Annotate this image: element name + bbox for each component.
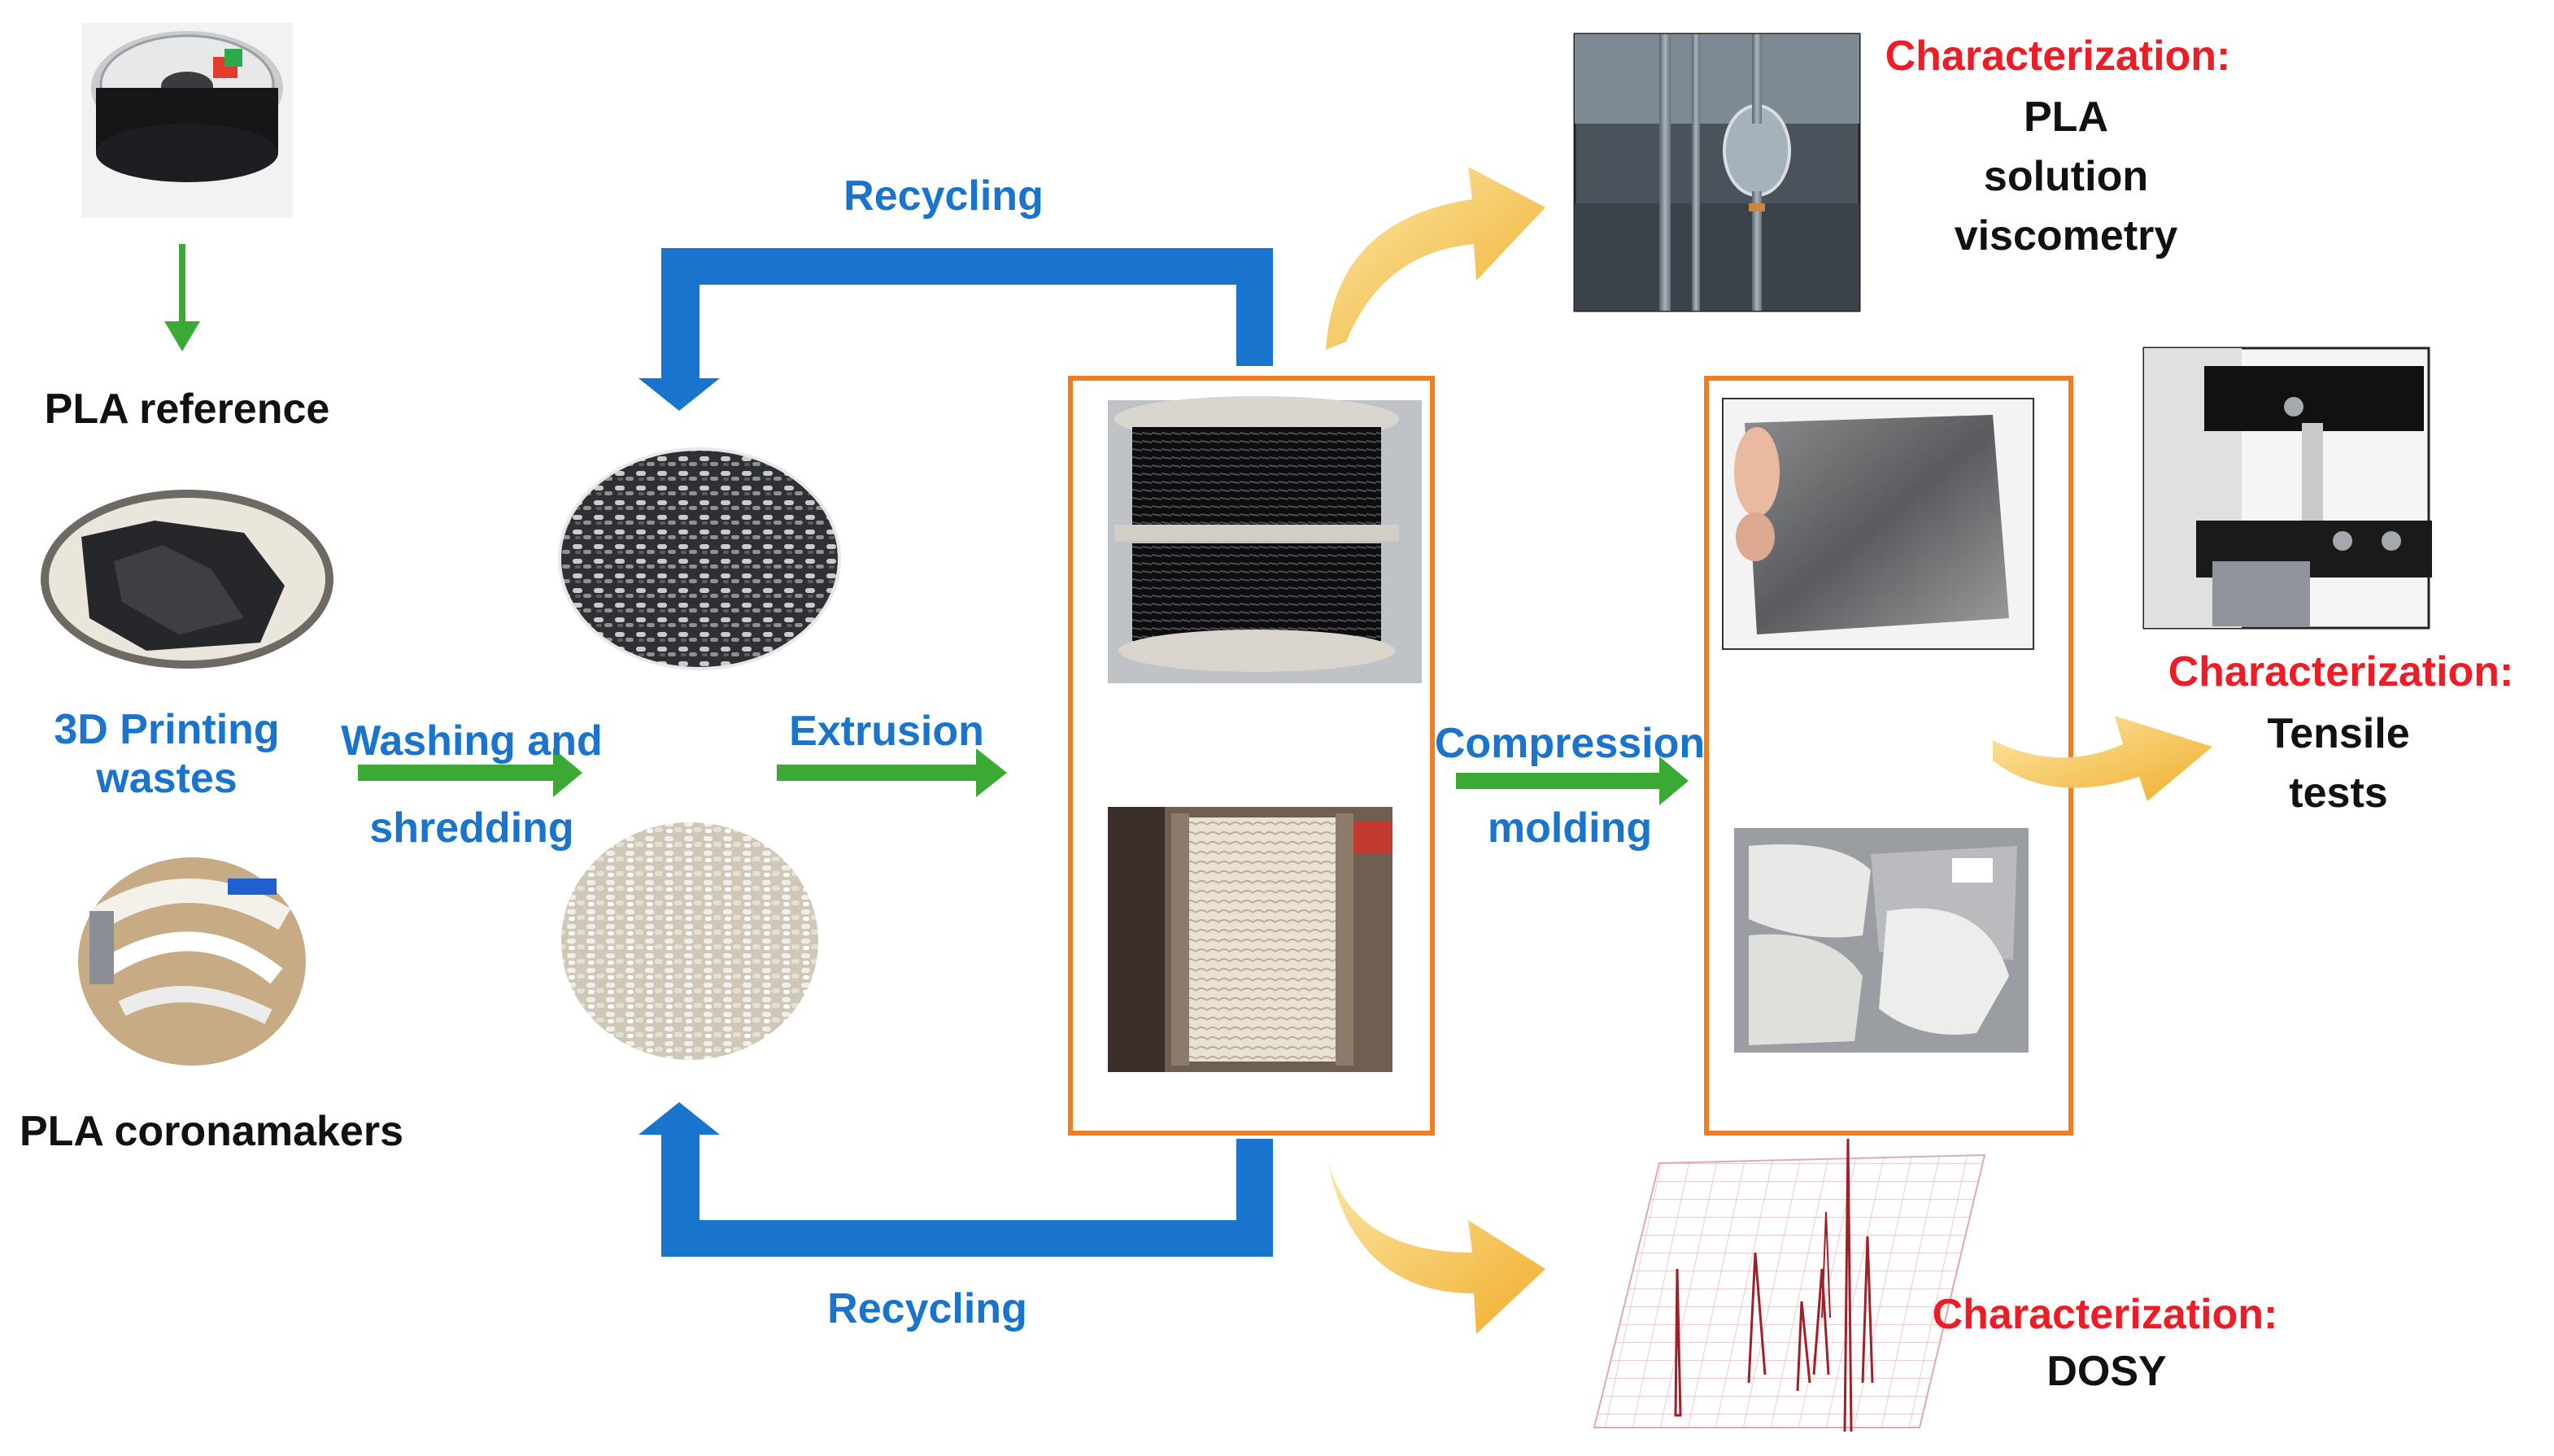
- filament-box: [1068, 376, 1435, 1136]
- coronamakers-photo: [78, 857, 306, 1066]
- recycling-arrow-top: [638, 248, 1273, 411]
- green-arrow-washing: [358, 748, 582, 797]
- characterization-dosy-heading: Characterization:: [1932, 1291, 2278, 1338]
- washing-shredding-label: Washing and shredding: [341, 717, 603, 852]
- pla-coronamakers-label: PLA coronamakers: [19, 1108, 404, 1155]
- gold-arrow-viscometry: [1326, 167, 1545, 350]
- recycling-arrow-bottom: [638, 1102, 1273, 1257]
- dosy-spectrum-plot: [1593, 1138, 1986, 1432]
- compression-molding-label: Compression molding: [1434, 720, 1706, 852]
- characterization-viscometry-method: PLA solution viscometry: [1954, 94, 2178, 259]
- white-films-photo: [1734, 828, 2029, 1053]
- pla-reference-spool-photo: [81, 23, 293, 218]
- extrusion-label: Extrusion: [789, 708, 984, 755]
- gold-arrow-dosy: [1326, 1155, 1545, 1334]
- characterization-viscometry-heading: Characterization:: [1885, 33, 2231, 80]
- molded-films-box: [1704, 376, 2073, 1136]
- characterization-tensile-method: Tensile tests: [2267, 710, 2410, 817]
- recycling-bottom-label: Recycling: [827, 1285, 1027, 1332]
- characterization-tensile-heading: Characterization:: [2168, 648, 2514, 695]
- gold-arrow-tensile: [1993, 716, 2212, 801]
- grey-film-photo: [1722, 398, 2034, 650]
- pla-reference-label: PLA reference: [44, 386, 330, 433]
- white-pellets-photo: [561, 822, 818, 1060]
- recycling-top-label: Recycling: [843, 172, 1044, 220]
- characterization-dosy-method: DOSY: [2046, 1348, 2167, 1395]
- viscometer-photo: [1573, 33, 1861, 312]
- tensile-tester-photo: [2142, 347, 2432, 630]
- white-filament-spool-photo: [1108, 807, 1392, 1072]
- printing-wastes-label: 3D Printing wastes: [54, 706, 280, 802]
- green-arrow-extrusion: [777, 748, 1007, 797]
- dark-pellets-photo: [558, 447, 841, 670]
- green-arrow-down: [164, 244, 200, 351]
- black-filament-spool-photo: [1108, 396, 1422, 683]
- green-arrow-compression: [1456, 756, 1689, 805]
- printing-wastes-photo: [41, 490, 333, 669]
